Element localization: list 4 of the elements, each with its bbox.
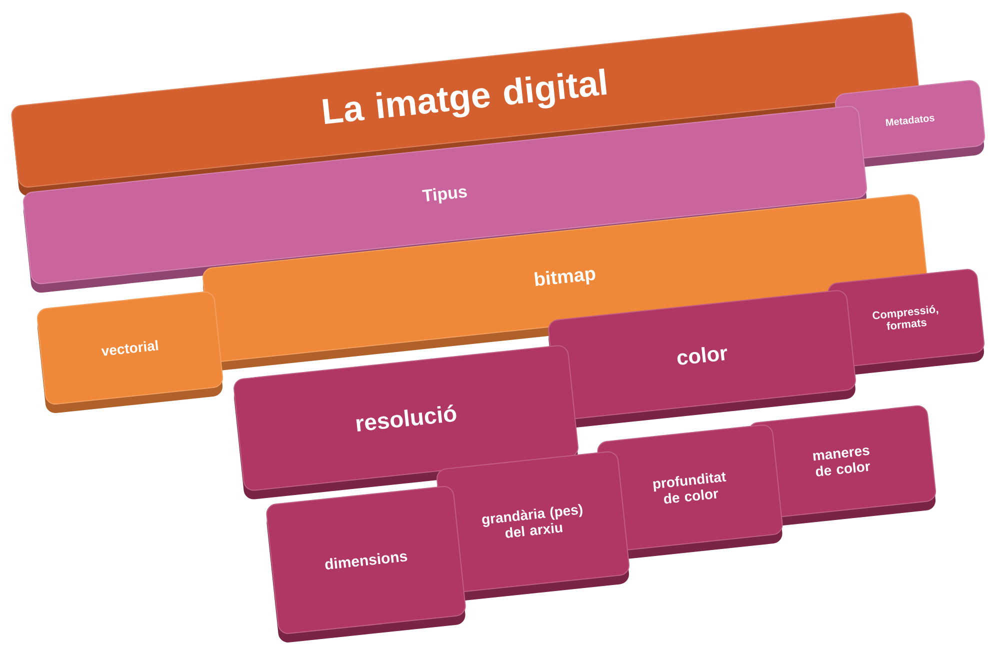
- block: grandària (pes) del arxiu: [436, 451, 630, 602]
- block: color: [548, 290, 856, 428]
- block: dimensions: [266, 486, 466, 642]
- block: vectorial: [36, 291, 224, 414]
